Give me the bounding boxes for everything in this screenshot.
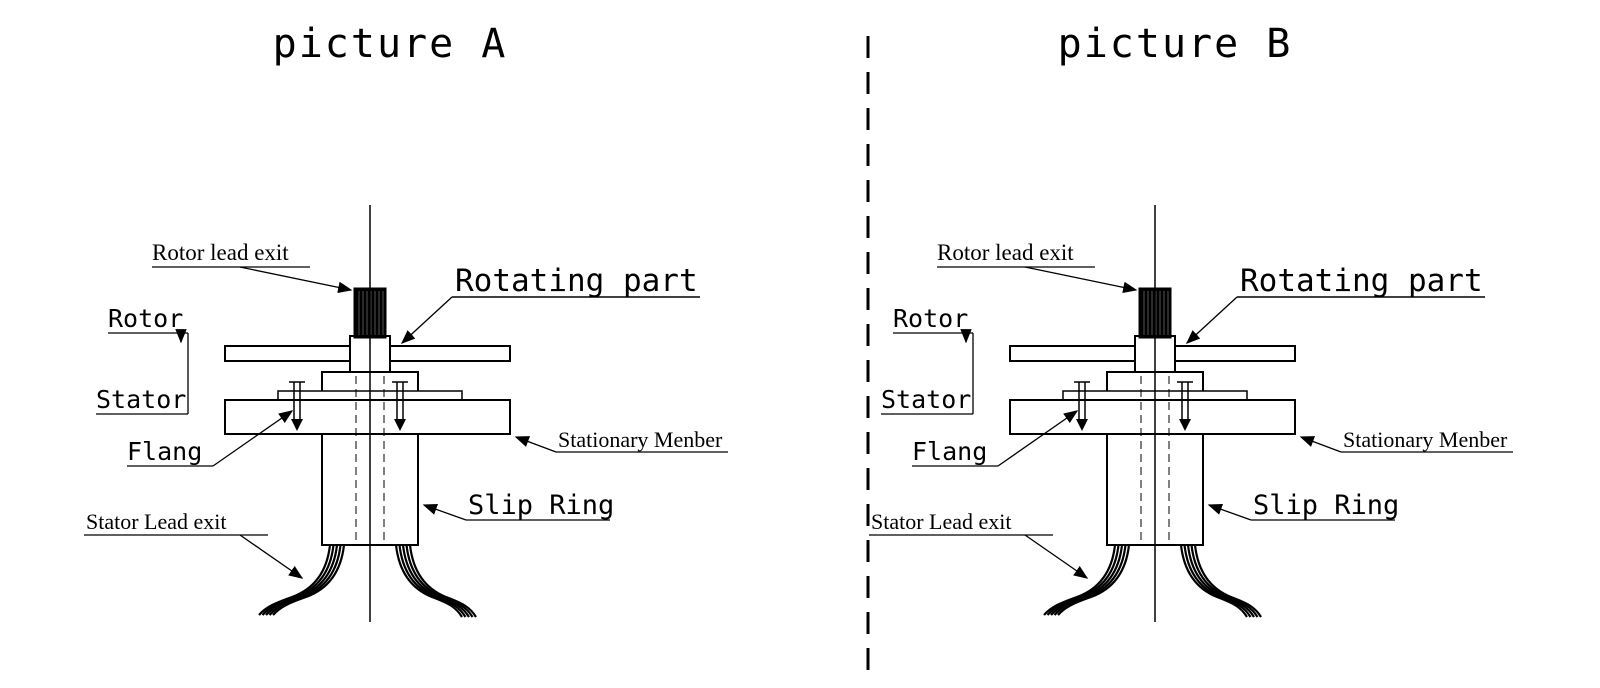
label-rotor: Rotor: [108, 304, 183, 333]
label-stationary-member: Stationary Menber: [558, 427, 723, 452]
label-stationary-member: Stationary Menber: [1343, 427, 1508, 452]
picture-b-title: picture B: [1058, 21, 1293, 67]
label-rotor-lead-exit: Rotor lead exit: [937, 240, 1074, 265]
label-rotating-part: Rotating part: [455, 263, 698, 299]
picture-b: picture B Rotor lead exit Rotating part …: [869, 21, 1513, 622]
label-rotor-lead-exit: Rotor lead exit: [152, 240, 289, 265]
label-stator: Stator: [881, 385, 971, 414]
picture-a-title: picture A: [273, 21, 508, 67]
label-slip-ring: Slip Ring: [468, 490, 614, 521]
label-rotating-part: Rotating part: [1240, 263, 1483, 299]
label-stator-lead-exit: Stator Lead exit: [86, 509, 227, 534]
label-rotor: Rotor: [893, 304, 968, 333]
label-flang: Flang: [912, 437, 987, 466]
label-stator-lead-exit: Stator Lead exit: [871, 509, 1012, 534]
label-slip-ring: Slip Ring: [1253, 490, 1399, 521]
label-flang: Flang: [127, 437, 202, 466]
label-stator: Stator: [96, 385, 186, 414]
picture-a: picture A Rotor lead exit Rotating part …: [84, 21, 728, 622]
